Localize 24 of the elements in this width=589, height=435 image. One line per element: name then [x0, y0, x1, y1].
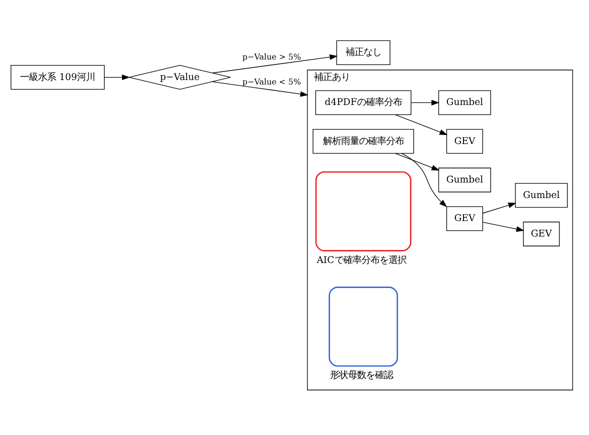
- arrow: [394, 114, 448, 134]
- node-box: 解析雨量の確率分布: [312, 128, 414, 154]
- arrow: [212, 54, 338, 73]
- arrow: [410, 99, 440, 105]
- arrow: [401, 152, 448, 207]
- arrow: [104, 74, 130, 80]
- arrow: [482, 202, 516, 214]
- node-box: Gumbel: [438, 167, 492, 192]
- node-box: GEV: [446, 206, 484, 230]
- node-box: Gumbel: [515, 182, 568, 208]
- node-label: 形状母数を確認: [330, 370, 394, 381]
- arrow: [482, 221, 524, 232]
- node-box: d4PDFの確率分布: [315, 90, 412, 114]
- arrow: [394, 152, 440, 170]
- node-box: 補正なし: [336, 40, 390, 64]
- node-box: Gumbel: [438, 90, 492, 114]
- node-diamond: p−Value: [128, 64, 231, 90]
- node-box: 一級水系 109河川: [10, 64, 105, 90]
- node-box: [315, 170, 412, 251]
- node-box: [328, 286, 398, 366]
- arrow: [212, 80, 308, 96]
- node-box: GEV: [523, 221, 560, 246]
- node-box: GEV: [446, 128, 484, 154]
- node-label: AICで確率分布を選択: [316, 254, 406, 266]
